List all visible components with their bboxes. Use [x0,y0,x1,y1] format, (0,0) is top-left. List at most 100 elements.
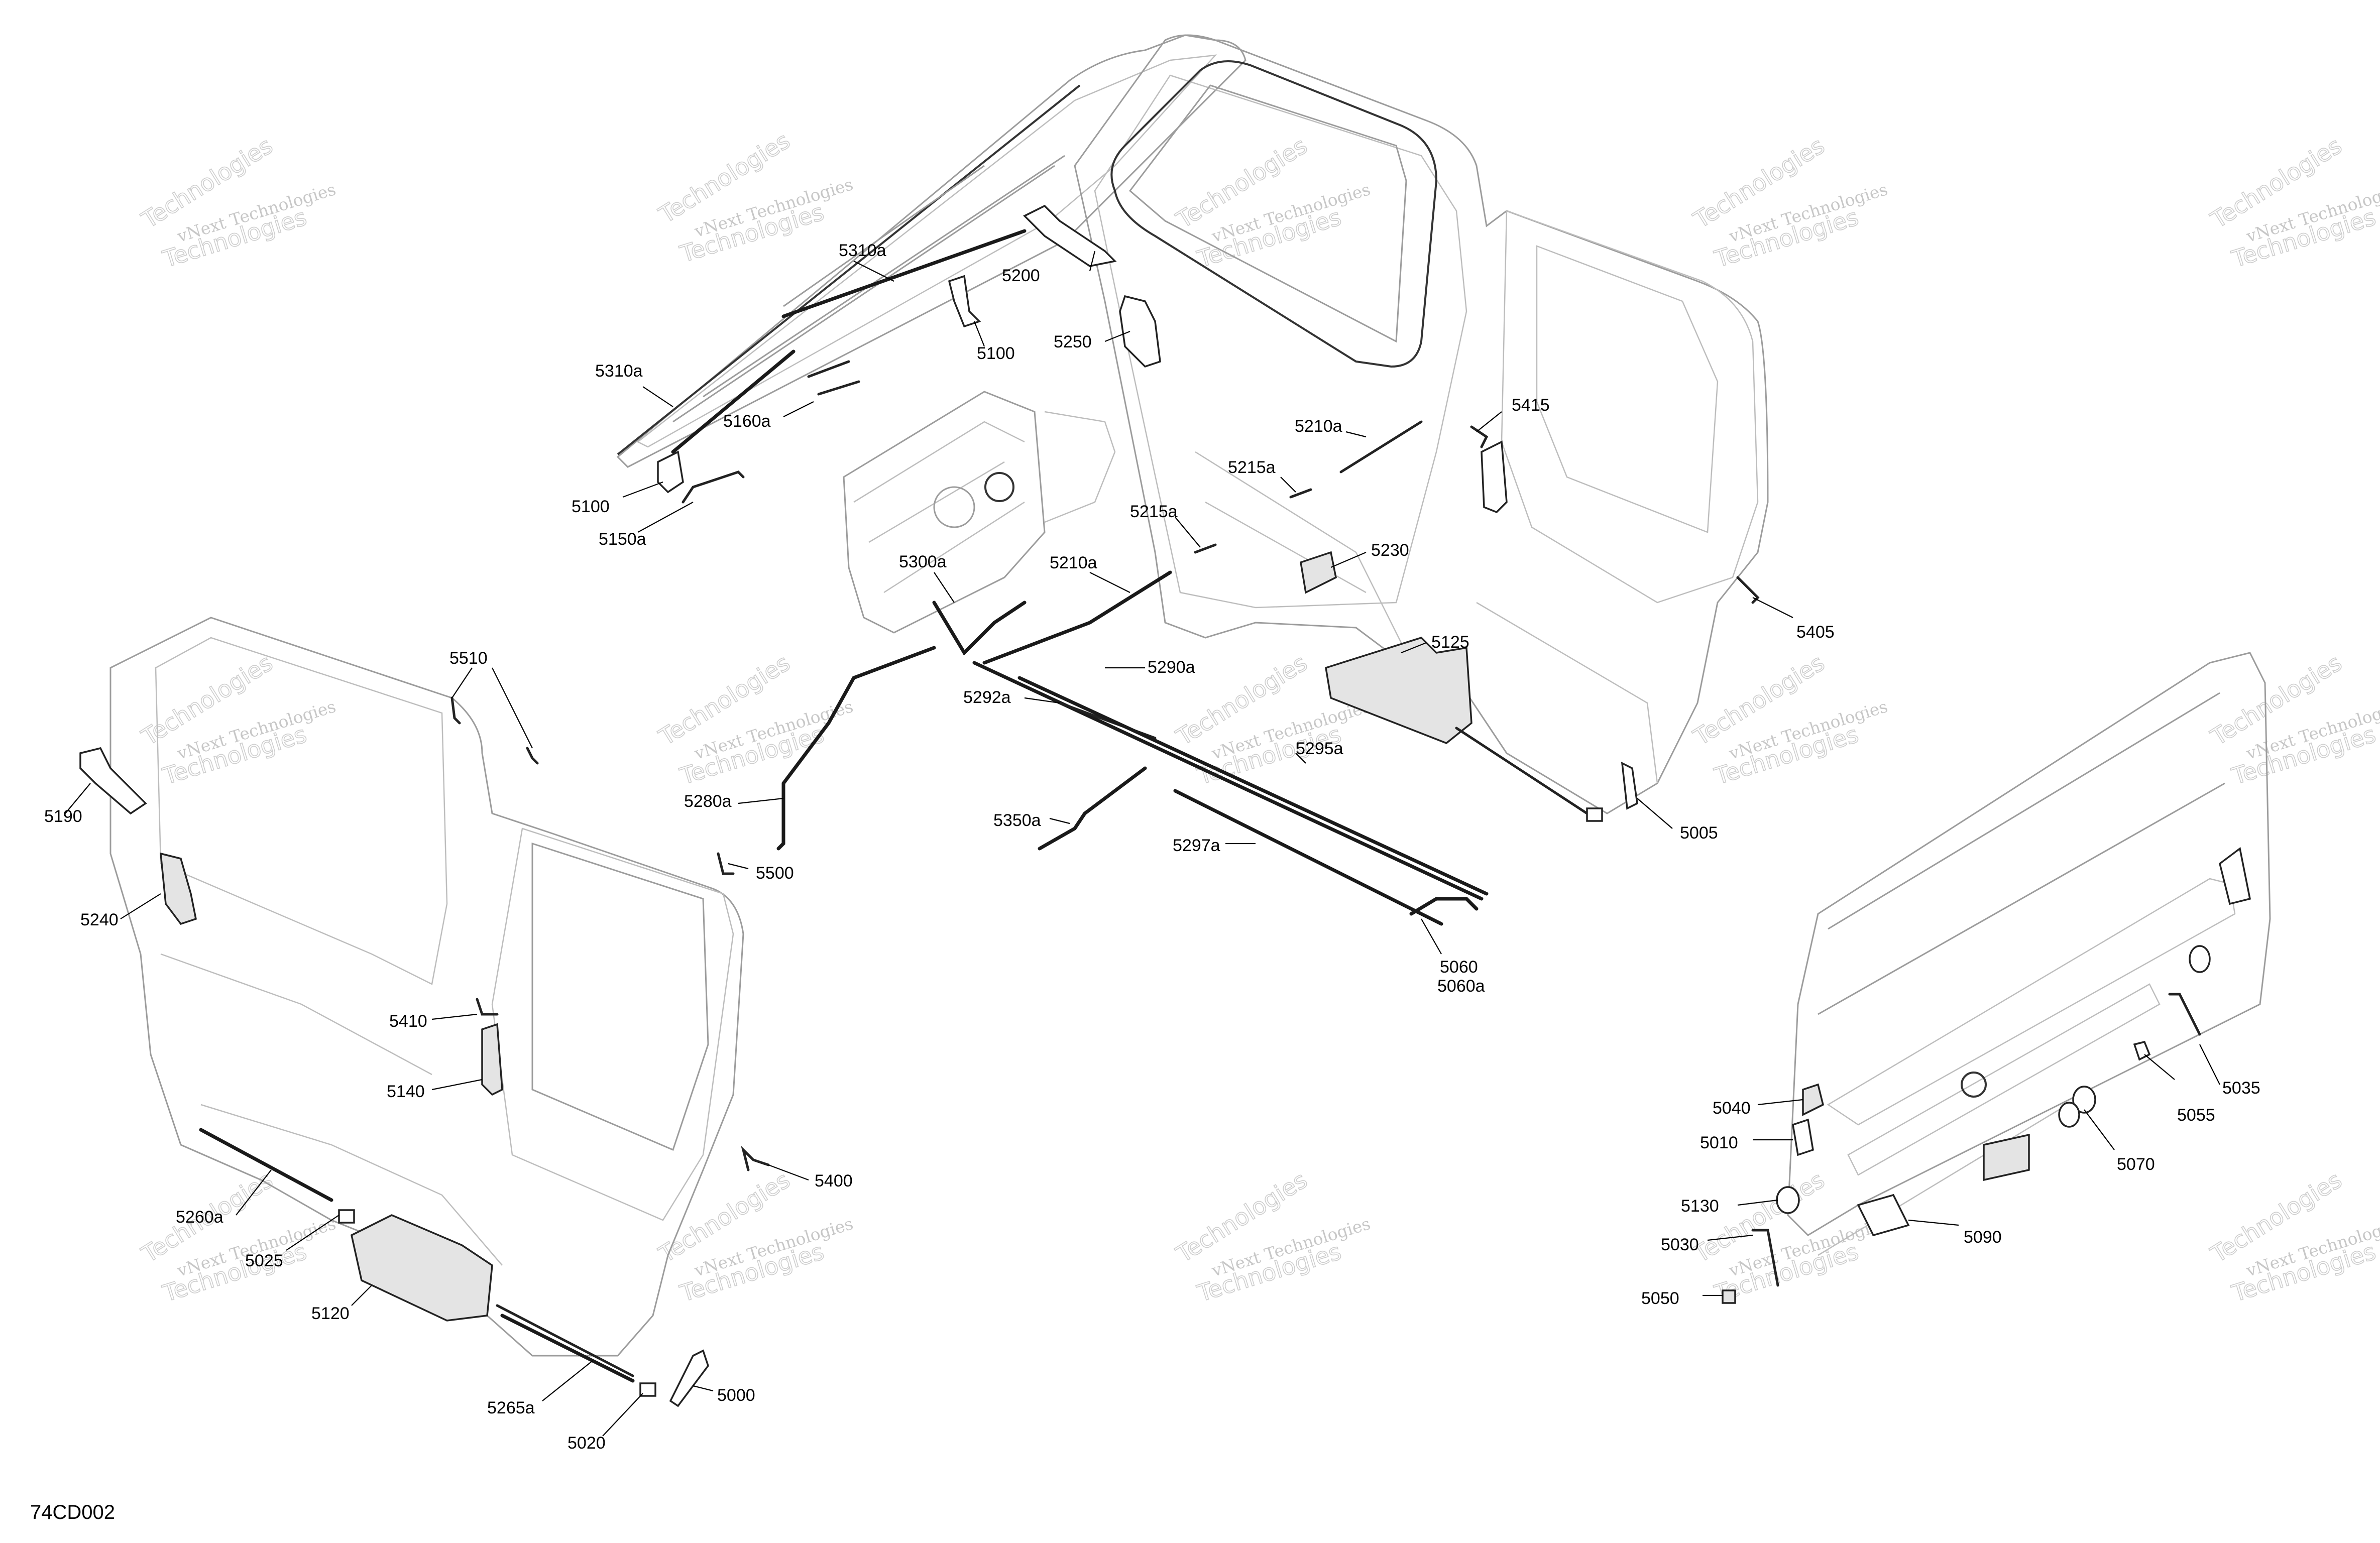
watermark: Technologies vNext Technologies Technolo… [1688,649,1890,790]
pad-5230 [1300,551,1337,594]
label-5295a: 5295a [1296,739,1343,758]
leader-5100-2 [622,481,663,498]
bracket-5200 [1023,204,1117,267]
rod-5150a [682,470,745,504]
left-door-lower [160,953,503,1266]
pad-5090-b [1857,1194,1910,1237]
leader-5210a-2 [1089,572,1130,593]
left-parts [79,696,770,1407]
pad-5240 [160,852,197,925]
cable-end-5020 [639,1382,656,1397]
bumper-5035-top [2189,945,2211,973]
leader-5040 [1757,1099,1803,1106]
rod-5210a-upper [1339,420,1423,473]
label-5200: 5200 [1002,266,1040,285]
leader-5350a [1049,817,1070,824]
label-5415: 5415 [1512,396,1550,415]
leader-5210a-1 [1345,431,1367,438]
label-5215a-1: 5215a [1228,458,1276,477]
label-5410: 5410 [389,1012,427,1031]
cable-5300a [932,601,1027,656]
hook-5000 [669,1349,709,1407]
seal-5260a [199,1128,333,1202]
rod-5350a [1038,766,1147,851]
pad-5140 [481,1023,503,1096]
leader-5510-b [492,667,533,749]
right-parts [1722,847,2251,1304]
leader-5090 [1908,1219,1959,1226]
leader-5410 [431,1013,478,1020]
leader-5265a [542,1360,593,1401]
label-5070: 5070 [2117,1155,2155,1174]
pad-5090-a [1983,1133,2030,1181]
seal-5265a [500,1314,635,1383]
clip-5215a-lower [1194,543,1217,554]
label-5215a-2: 5215a [1130,502,1178,521]
leader-5292a [1024,697,1060,704]
roof-rail [672,155,1065,423]
watermark: Technologies vNext Technologies Technolo… [2205,1166,2380,1308]
leader-5005 [1637,798,1673,829]
leader-5055 [2144,1054,2175,1080]
watermark: Technologies vNext Technologies Technolo… [653,127,855,268]
watermark: Technologies vNext Technologies Technolo… [1171,132,1373,273]
label-5130: 5130 [1681,1197,1719,1216]
label-5230: 5230 [1371,541,1409,560]
latch-housing [843,391,1046,634]
watermark: Technologies vNext Technologies Technolo… [1171,1166,1373,1308]
leader-5260a [236,1169,272,1216]
upper-door-assembly [616,34,1769,814]
label-5310a-1: 5310a [839,241,886,260]
leader-5405 [1752,597,1793,618]
label-5025: 5025 [245,1251,283,1270]
cable-end-5125 [1586,807,1603,822]
rod-5210a-lower [982,570,1172,665]
leader-5060 [1421,918,1442,955]
label-5060: 5060 [1440,958,1478,977]
label-5050: 5050 [1641,1289,1679,1308]
door-window-glass [1128,84,1407,343]
watermark: Technologies vNext Technologies Technolo… [1688,132,1890,273]
right-door-outline [1787,652,2271,1236]
label-5405: 5405 [1796,623,1835,642]
leader-5215a-2 [1175,517,1201,548]
label-5210a-2: 5210a [1050,553,1097,572]
rod-5280a [776,646,936,851]
clip-5510-a [450,696,461,725]
label-5292a: 5292a [963,688,1011,707]
label-5150a: 5150a [599,530,646,549]
label-5290a: 5290a [1148,658,1195,677]
rod-5297a [1173,789,1443,926]
watermark: Technologies vNext Technologies Technolo… [2205,649,2380,790]
label-5190: 5190 [44,807,82,826]
right-door-rail [1818,692,2225,1015]
watermark: Technologies vNext Technologies Technolo… [2205,132,2380,273]
rear-door-window [1536,245,1719,533]
watermark: Technologies vNext Technologies Technolo… [136,132,338,273]
label-5280a: 5280a [684,792,732,811]
label-5297a: 5297a [1173,836,1220,855]
label-5030: 5030 [1661,1235,1699,1254]
door-window-frame [1110,60,1438,368]
label-5060a: 5060a [1437,977,1485,996]
leader-5200 [1089,251,1096,272]
right-door-inner [1827,878,2236,1126]
leader-5100-1 [973,321,985,347]
leader-5070 [2084,1109,2115,1150]
hinge-5100-lower [657,450,684,494]
label-5140: 5140 [387,1082,425,1101]
leader-5240 [120,893,161,919]
label-5100-1: 5100 [977,344,1015,363]
leader-5215a-1 [1280,477,1296,493]
label-5265a: 5265a [487,1398,535,1417]
label-5005: 5005 [1680,823,1718,843]
leader-lines [65,251,2220,1437]
label-5260a: 5260a [176,1208,223,1227]
watermark: Technologies vNext Technologies Technolo… [1688,1166,1890,1308]
rod-5030 [1751,1229,1779,1287]
leader-5300a [934,572,955,603]
label-5055: 5055 [2177,1106,2215,1125]
leader-5025 [286,1215,339,1251]
label-5100-2: 5100 [572,497,610,516]
pad-5040 [1802,1083,1825,1116]
